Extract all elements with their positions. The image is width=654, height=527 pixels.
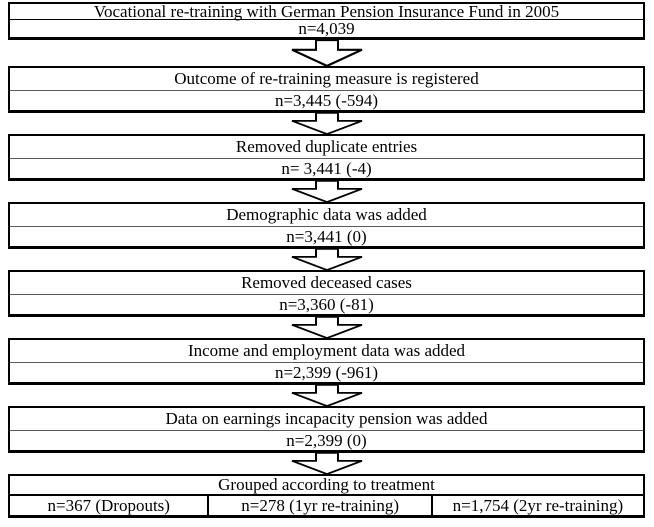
treatment-group-cell-dropouts: n=367 (Dropouts) bbox=[47, 496, 170, 515]
flow-box-cohort: Vocational re-training with German Pensi… bbox=[8, 2, 645, 40]
flow-box-n-value: n=2,399 (0) bbox=[286, 431, 367, 450]
flow-connector bbox=[8, 316, 645, 339]
flow-box-n-value: n=4,039 bbox=[298, 19, 355, 38]
flow-box-title: Demographic data was added bbox=[10, 204, 643, 227]
flow-box-title: Removed duplicate entries bbox=[10, 136, 643, 159]
flow-box-title: Outcome of re-training measure is regist… bbox=[10, 68, 643, 91]
down-arrow-icon bbox=[291, 39, 362, 67]
flow-box-title: Data on earnings incapacity pension was … bbox=[10, 408, 643, 431]
flow-connector bbox=[8, 112, 645, 135]
flow-box-income-employment-added: Income and employment data was added n=2… bbox=[8, 338, 645, 385]
flow-box-title: Vocational re-training with German Pensi… bbox=[10, 3, 643, 20]
flow-connector bbox=[8, 384, 645, 407]
flow-connector bbox=[8, 452, 645, 475]
treatment-group-cell-1yr: n=278 (1yr re-training) bbox=[207, 496, 433, 515]
flow-connector bbox=[8, 248, 645, 271]
flow-box-n-value: n=3,445 (-594) bbox=[274, 91, 379, 110]
down-arrow-icon bbox=[291, 384, 362, 407]
flow-box-title: Grouped according to treatment bbox=[10, 476, 643, 496]
down-arrow-icon bbox=[291, 452, 362, 475]
flow-box-n-value: n= 3,441 (-4) bbox=[281, 159, 372, 178]
down-arrow-icon bbox=[291, 316, 362, 339]
flow-box-title: Income and employment data was added bbox=[10, 340, 643, 363]
treatment-group-cell-2yr: n=1,754 (2yr re-training) bbox=[452, 496, 624, 515]
flow-box-n-value: n=2,399 (-961) bbox=[274, 363, 379, 382]
down-arrow-icon bbox=[291, 248, 362, 271]
flow-box-deceased-removed: Removed deceased cases n=3,360 (-81) bbox=[8, 270, 645, 317]
flow-connector bbox=[8, 180, 645, 203]
treatment-groups-row: n=367 (Dropouts) n=278 (1yr re-training)… bbox=[10, 496, 643, 515]
flow-box-n-value: n=3,360 (-81) bbox=[279, 295, 374, 314]
flow-box-title: Removed deceased cases bbox=[10, 272, 643, 295]
flow-box-duplicates-removed: Removed duplicate entries n= 3,441 (-4) bbox=[8, 134, 645, 181]
down-arrow-icon bbox=[291, 180, 362, 203]
flow-box-grouped-treatment: Grouped according to treatment n=367 (Dr… bbox=[8, 474, 645, 518]
flow-box-demographic-added: Demographic data was added n=3,441 (0) bbox=[8, 202, 645, 249]
flow-box-pension-data-added: Data on earnings incapacity pension was … bbox=[8, 406, 645, 453]
flow-connector bbox=[8, 39, 645, 67]
flow-box-n-value: n=3,441 (0) bbox=[286, 227, 367, 246]
down-arrow-icon bbox=[291, 112, 362, 135]
flow-box-outcome-registered: Outcome of re-training measure is regist… bbox=[8, 66, 645, 113]
